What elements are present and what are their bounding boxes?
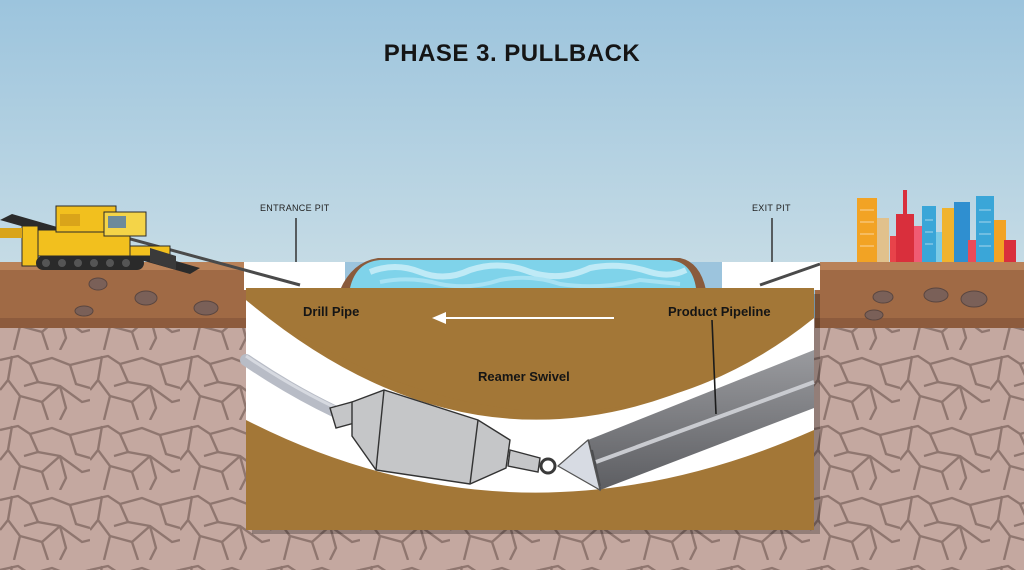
topsoil-layer <box>0 262 1024 328</box>
pull-direction-arrow <box>432 312 614 324</box>
product-pipeline-label: Product Pipeline <box>668 304 771 319</box>
river <box>340 258 706 290</box>
drill-pipe <box>240 354 342 418</box>
swivel-icon <box>539 457 557 475</box>
drill-rig-icon <box>0 205 200 274</box>
diagram-title: PHASE 3. PULLBACK <box>383 40 641 67</box>
reamer-swivel-label: Reamer Swivel <box>478 369 570 384</box>
reamer-icon <box>329 389 541 485</box>
entrance-pit-label: ENTRANCE PIT <box>260 203 330 213</box>
sky <box>0 0 1024 262</box>
product-pipeline-leader <box>711 319 717 415</box>
pulling-head <box>556 438 601 492</box>
exit-surface-pipe <box>759 262 821 287</box>
exit-pit <box>722 262 820 290</box>
drill-pipe-label: Drill Pipe <box>303 304 360 319</box>
entrance-pit <box>244 262 345 290</box>
exit-pit-label: EXIT PIT <box>752 203 791 213</box>
city-skyline-icon <box>857 190 1016 262</box>
